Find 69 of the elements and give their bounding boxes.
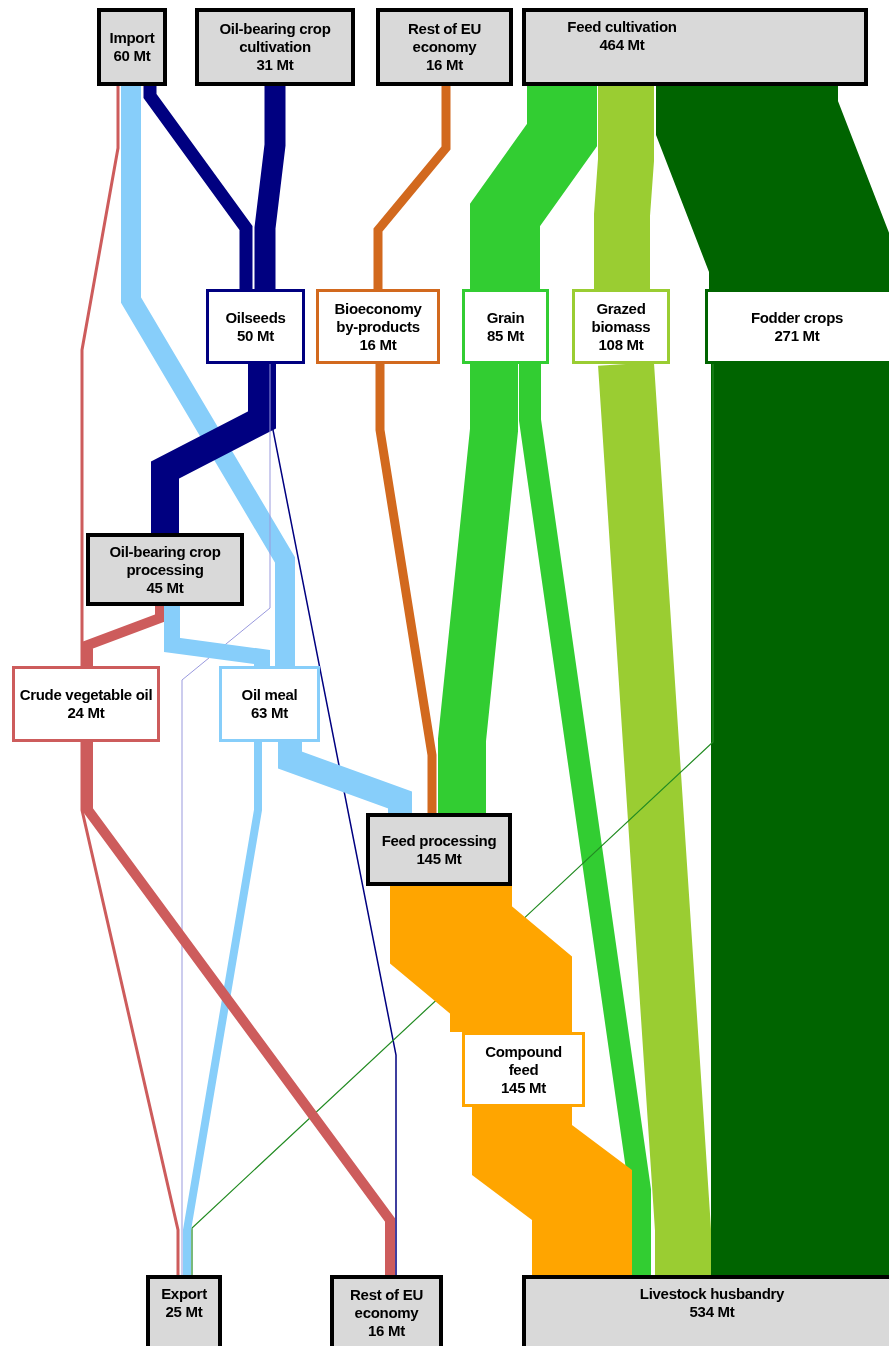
- process-box: [522, 8, 868, 86]
- process-box: [522, 1275, 889, 1346]
- flow-band: [254, 86, 286, 289]
- flow-box: [705, 289, 889, 364]
- quantity-label: 108 Mt: [598, 335, 644, 354]
- process-box: [330, 1275, 443, 1346]
- flow-band: [373, 86, 451, 289]
- flow-band: [375, 364, 437, 813]
- node-name: Export: [161, 1285, 207, 1303]
- node-name: Grazed biomass: [590, 299, 652, 336]
- flow-box: [572, 289, 670, 364]
- flow-box: [206, 289, 305, 364]
- quantity-label: 464 Mt: [599, 36, 645, 54]
- node-name: Import: [109, 29, 155, 47]
- flow-band: [598, 362, 711, 1275]
- node-name: Compound feed: [484, 1042, 563, 1079]
- node-name: Rest of EU economy: [407, 20, 482, 56]
- quantity-label: 145 Mt: [416, 849, 462, 868]
- flow-line: [181, 363, 271, 1276]
- flow-band: [183, 742, 262, 1275]
- flow-band: [151, 364, 276, 533]
- node-name: Oil-bearing crop processing: [108, 542, 222, 579]
- quantity-label: 24 Mt: [67, 704, 105, 722]
- flow-band: [83, 742, 395, 1275]
- process-box: [366, 813, 512, 886]
- node-name: Oil meal: [241, 686, 298, 704]
- flow-line: [80, 86, 120, 666]
- flow-box: [462, 1032, 585, 1107]
- quantity-label: 16 Mt: [426, 56, 463, 74]
- flow-line: [80, 742, 180, 1275]
- quantity-label: 63 Mt: [251, 704, 288, 722]
- node-name: Fodder crops: [750, 308, 844, 327]
- flow-band: [143, 86, 253, 289]
- quantity-label: 85 Mt: [487, 326, 524, 345]
- quantity-label: 31 Mt: [256, 56, 294, 74]
- flow-band: [121, 86, 295, 666]
- quantity-label: 45 Mt: [146, 578, 184, 597]
- process-box: [195, 8, 355, 86]
- flow-box: [12, 666, 160, 742]
- quantity-label: 60 Mt: [113, 47, 151, 65]
- flow-band: [83, 606, 165, 666]
- node-name: Crude vegetable oil: [19, 686, 153, 704]
- flow-box: [219, 666, 320, 742]
- quantity-label: 16 Mt: [368, 1322, 405, 1340]
- quantity-label: 50 Mt: [237, 326, 274, 345]
- node-name: Livestock husbandry: [639, 1285, 785, 1303]
- node-name: Rest of EU economy: [349, 1286, 424, 1322]
- quantity-label: 271 Mt: [774, 326, 820, 345]
- flow-band: [278, 742, 412, 813]
- node-name: Oilseeds: [225, 308, 286, 327]
- node-name: Feed processing: [381, 831, 497, 850]
- node-name: Oil-bearing crop cultivation: [218, 20, 332, 56]
- process-box: [376, 8, 513, 86]
- quantity-label: 16 Mt: [359, 335, 397, 354]
- flow-box: [462, 289, 549, 364]
- node-name: Feed cultivation: [567, 18, 677, 36]
- quantity-label: 145 Mt: [501, 1078, 546, 1097]
- node-name: Bioeconomy by-products: [333, 299, 423, 336]
- flow-band: [164, 606, 270, 666]
- quantity-label: 25 Mt: [165, 1303, 203, 1321]
- quantity-label: 534 Mt: [689, 1303, 735, 1321]
- process-box: [146, 1275, 222, 1346]
- process-box: [97, 8, 167, 86]
- flow-line: [191, 363, 714, 1276]
- flow-box: [316, 289, 440, 364]
- process-box: [86, 533, 244, 606]
- flow-band: [594, 86, 654, 289]
- node-name: Grain: [486, 308, 525, 327]
- flow-band: [711, 364, 889, 1275]
